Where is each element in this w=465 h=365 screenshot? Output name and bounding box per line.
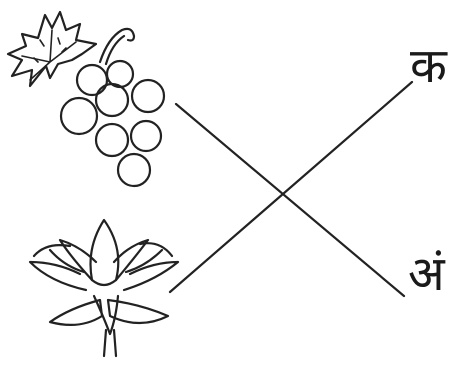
lotus-petal [30, 262, 86, 290]
grapes-drawing [8, 12, 164, 186]
letter-ka: क [410, 42, 447, 90]
lotus-petal [50, 300, 102, 325]
letter-am: अं [408, 250, 445, 298]
lotus-petal [124, 262, 178, 290]
lotus-petal [34, 245, 84, 272]
grape-leaf [8, 12, 96, 86]
match-lines [170, 82, 412, 296]
grape-stem [100, 29, 134, 64]
lotus-drawing [30, 220, 178, 356]
lotus-center-petal [91, 220, 119, 285]
match-line-lotus-to-ka [170, 82, 412, 292]
match-line-grapes-to-am [176, 104, 404, 296]
grape-berries [61, 61, 164, 186]
